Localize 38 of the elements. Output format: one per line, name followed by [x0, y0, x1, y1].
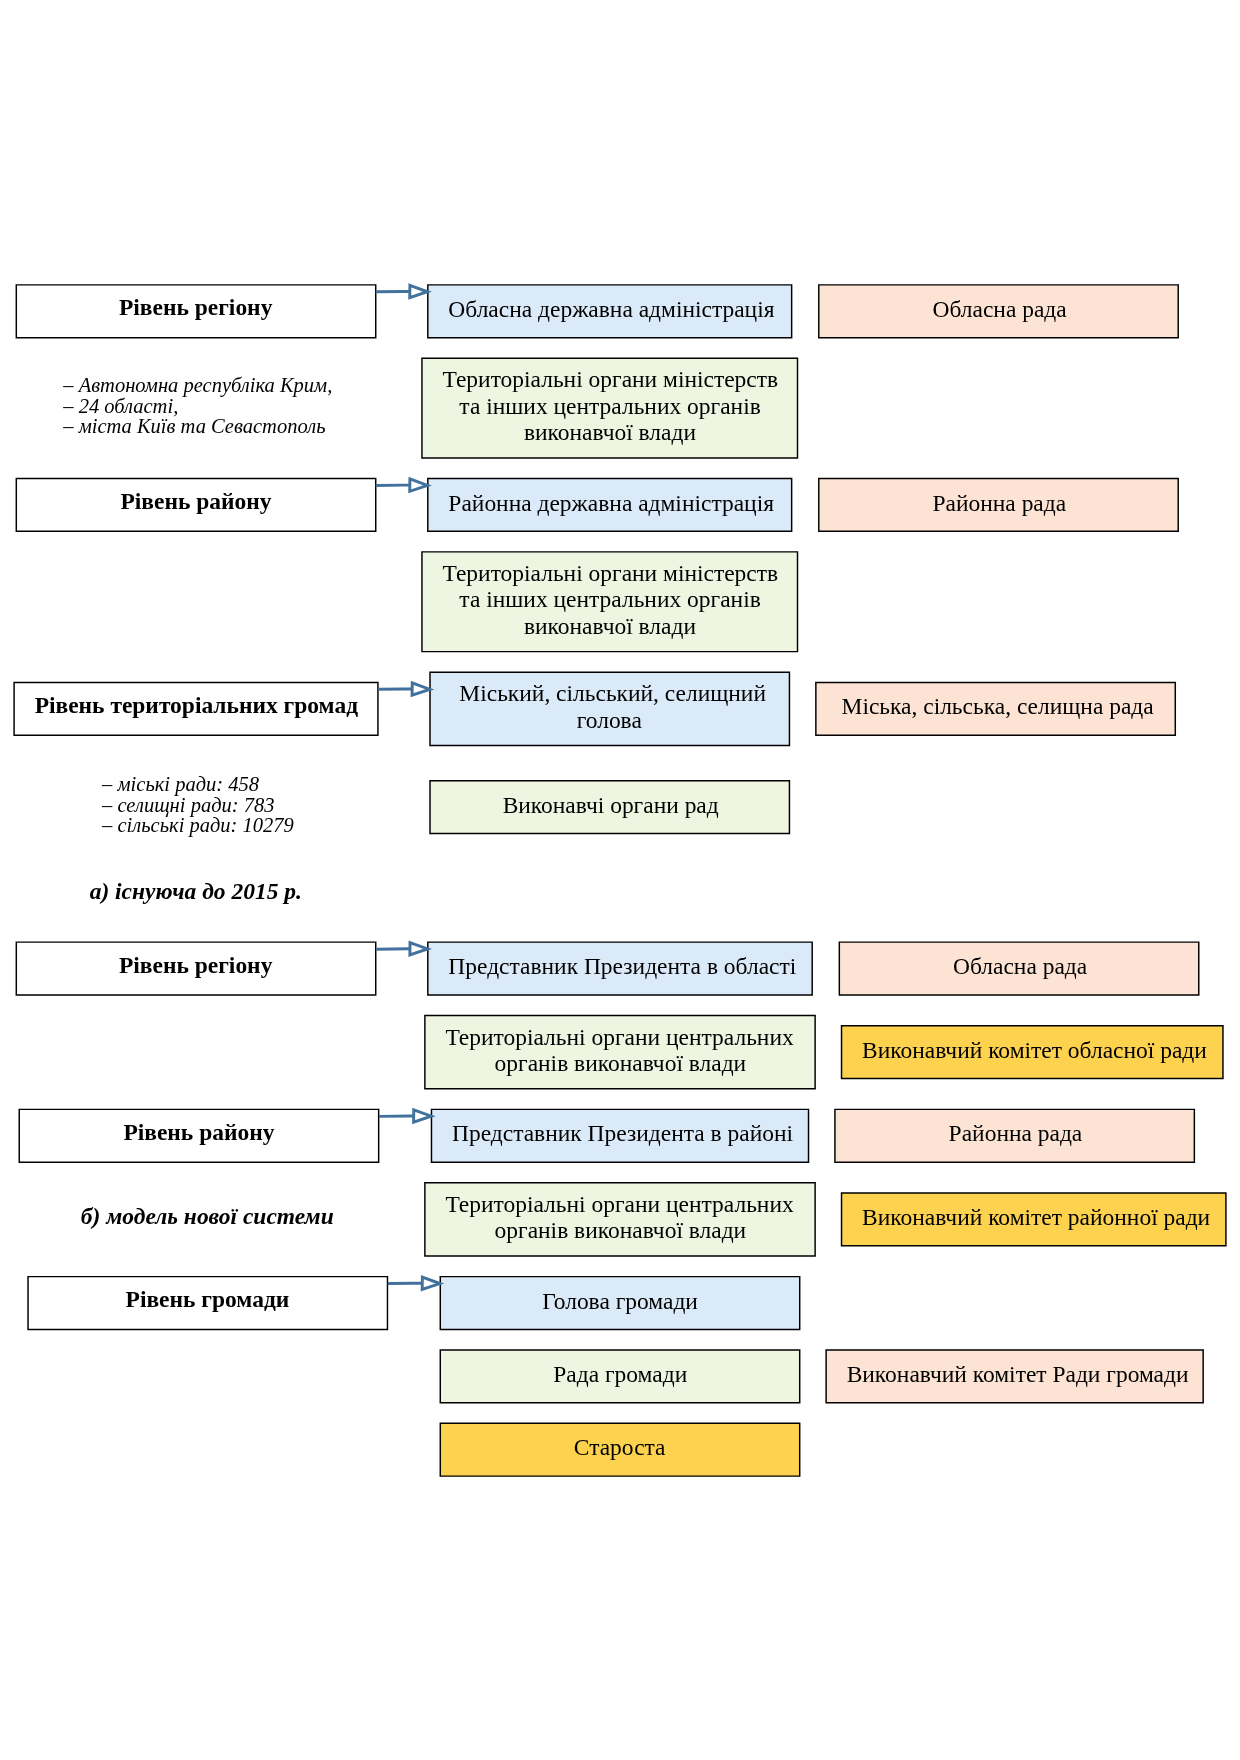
- node-box: Територіальні органи центральних органів виконавчої влади: [424, 1181, 816, 1257]
- node-box: Рівень регіону: [15, 940, 377, 996]
- node-label: – міські ради: 458: [102, 772, 260, 795]
- node-box: Рівень територіальних громад: [13, 681, 379, 736]
- label: б) модель нової системи: [80, 1202, 334, 1228]
- node-box: Рівень району: [15, 477, 377, 532]
- arrow: [376, 940, 432, 957]
- node-box: Обласна рада: [838, 940, 1200, 996]
- label: а) існуюча до 2015 р.: [89, 877, 302, 904]
- node-box: Виконавчий комітет Ради громади: [825, 1348, 1204, 1403]
- node-label: – Автономна республіка Крим,: [63, 373, 333, 396]
- arrow: [375, 476, 432, 493]
- arrow: [378, 680, 435, 697]
- node-box: Староста: [439, 1422, 801, 1477]
- node-box: Виконавчі органи рад: [429, 779, 791, 834]
- node-box: Обласна рада: [818, 283, 1179, 338]
- node-box: Територіальні органи центральних органів виконавчої влади: [424, 1014, 816, 1090]
- node-box: Голова громади: [439, 1275, 801, 1330]
- node-box: Районна державна адміністрація: [427, 477, 793, 532]
- node-box: Міський, сільський, селищний голова: [429, 670, 791, 746]
- node-box: Рада громади: [439, 1348, 801, 1403]
- arrow: [387, 1274, 445, 1291]
- node-box: Обласна державна адміністрація: [427, 283, 793, 338]
- node-box: Представник Президента в області: [427, 940, 813, 996]
- node-box: Виконавчий комітет районної ради: [840, 1191, 1227, 1247]
- node-box: Рівень громади: [27, 1275, 389, 1330]
- node-box: Районна рада: [818, 477, 1179, 532]
- node-box: Рівень району: [18, 1108, 380, 1163]
- node-box: Районна рада: [834, 1108, 1196, 1163]
- arrow: [379, 1107, 436, 1124]
- arrow: [375, 282, 432, 300]
- node-box: Рівень регіону: [15, 283, 377, 338]
- node-label: – 24 області,: [63, 394, 179, 417]
- node-box: Територіальні органи міністерств та інших центральних органів виконавчої влади: [421, 550, 799, 652]
- node-box: Міська, сільська, селищна рада: [815, 681, 1177, 736]
- node-box: Територіальні органи міністерств та інших центральних органів виконавчої влади: [421, 357, 799, 459]
- node-box: Виконавчий комітет обласної ради: [840, 1024, 1224, 1079]
- node-box: Представник Президента в районі: [430, 1108, 810, 1163]
